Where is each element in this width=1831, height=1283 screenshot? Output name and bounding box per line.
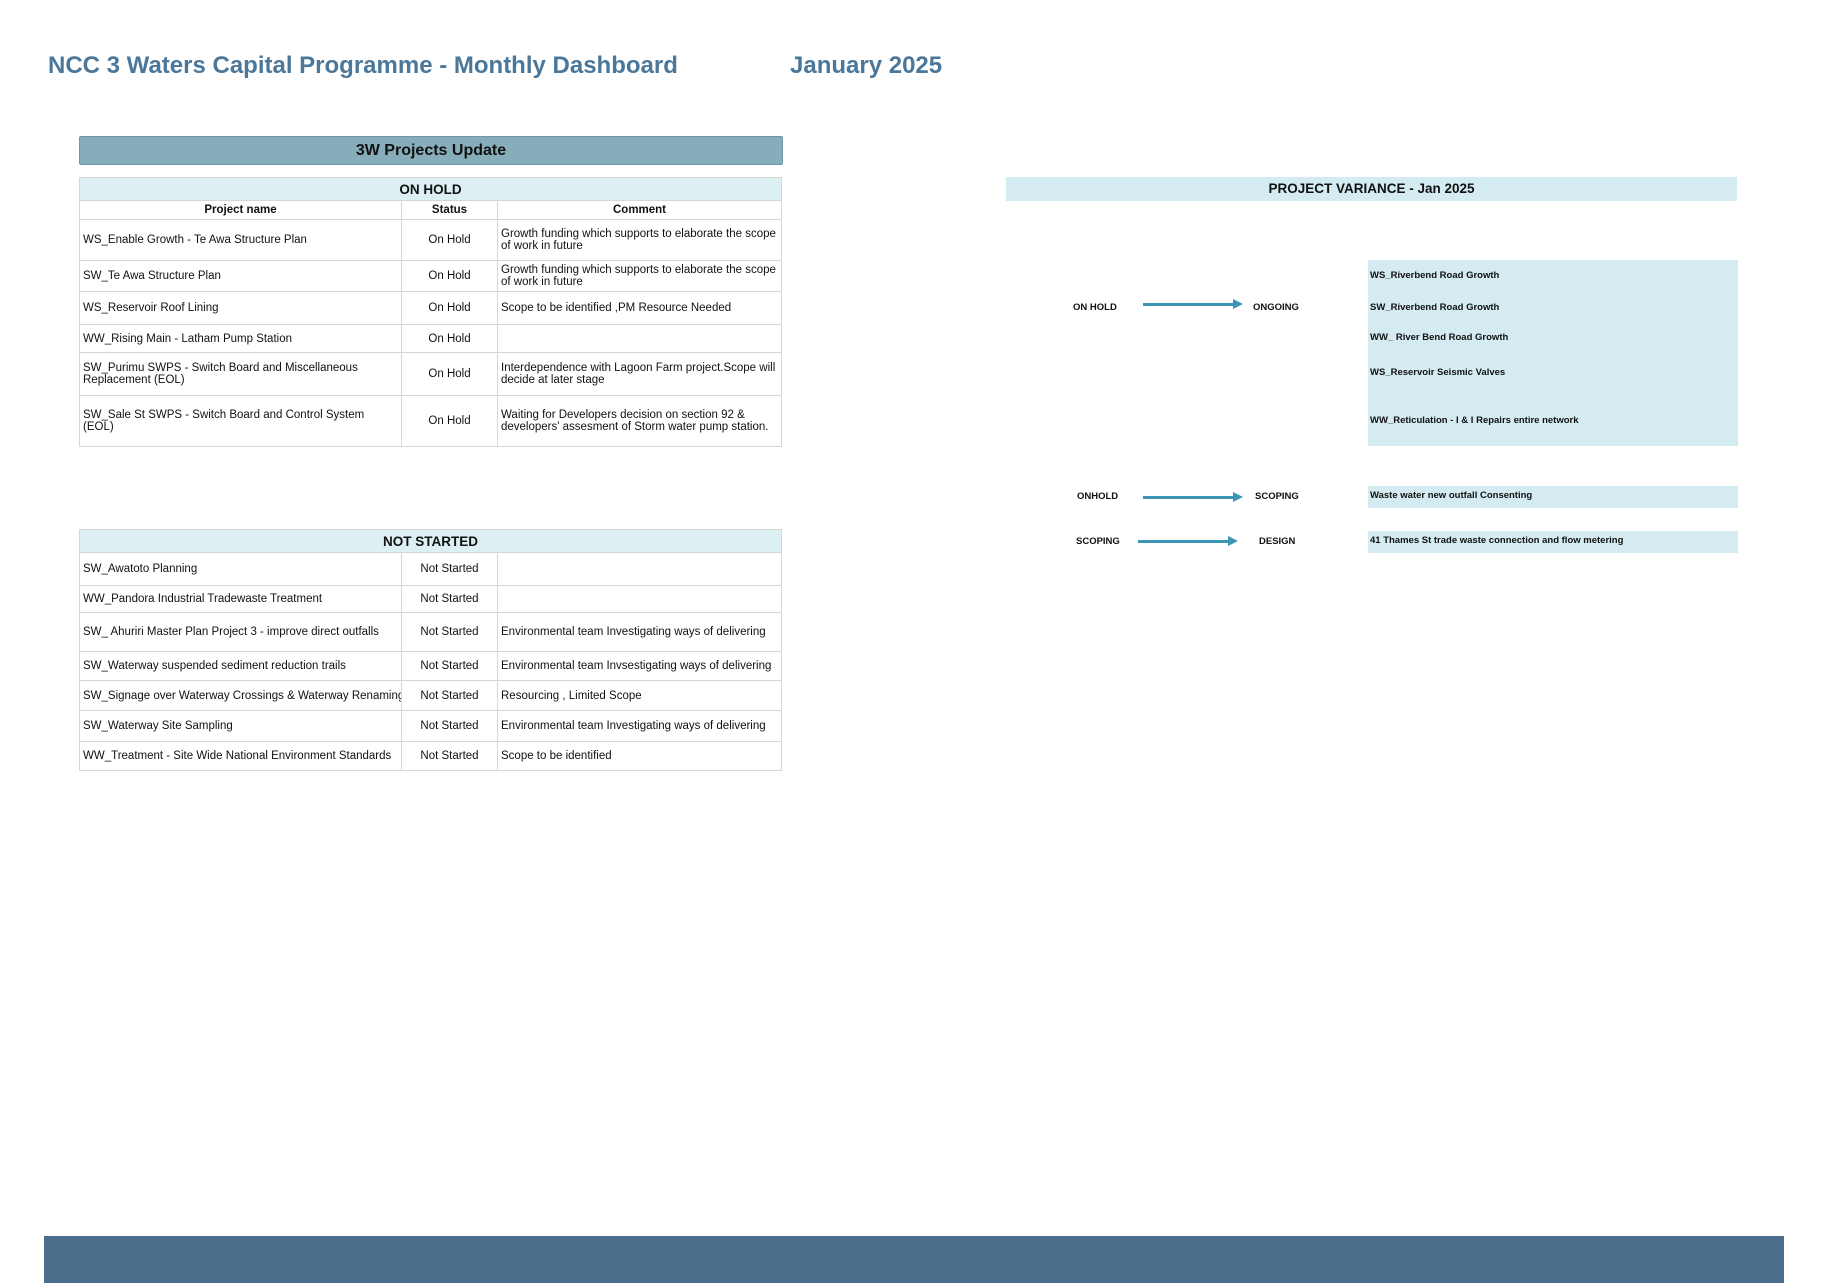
variance-box-design (1368, 531, 1738, 553)
footer-band (44, 1236, 1784, 1283)
variance-project: WS_Reservoir Seismic Valves (1370, 367, 1506, 378)
variance-from-state: ON HOLD (1073, 302, 1117, 313)
report-month: January 2025 (790, 52, 943, 79)
project-name: WW_Treatment - Site Wide National Enviro… (79, 741, 402, 771)
variance-from-state: SCOPING (1076, 536, 1120, 547)
table-row: WS_Enable Growth - Te Awa Structure Plan… (79, 219, 783, 261)
table-row: SW_Sale St SWPS - Switch Board and Contr… (79, 395, 783, 447)
table-row: SW_Purimu SWPS - Switch Board and Miscel… (79, 352, 783, 396)
table-row: WW_Pandora Industrial Tradewaste Treatme… (79, 585, 782, 613)
table-row: SW_Waterway Site Sampling Not Started En… (79, 710, 782, 742)
project-comment: Environmental team Invsestigating ways o… (497, 651, 782, 681)
table-row: SW_Te Awa Structure Plan On Hold Growth … (79, 260, 783, 292)
variance-box-ongoing (1368, 260, 1738, 446)
variance-to-state: ONGOING (1253, 302, 1299, 313)
project-comment: Waiting for Developers decision on secti… (496, 395, 783, 447)
projects-update-banner: 3W Projects Update (79, 136, 783, 165)
project-variance-title: PROJECT VARIANCE - Jan 2025 (1006, 177, 1737, 201)
project-status: Not Started (401, 612, 498, 652)
table-row: WS_Reservoir Roof Lining On Hold Scope t… (79, 291, 783, 325)
project-comment: Scope to be identified (497, 741, 782, 771)
table-row: SW_Signage over Waterway Crossings & Wat… (79, 680, 782, 711)
project-comment: Resourcing , Limited Scope (497, 680, 782, 711)
project-name: SW_Purimu SWPS - Switch Board and Miscel… (79, 352, 402, 396)
project-comment: Growth funding which supports to elabora… (496, 260, 783, 292)
project-comment: Scope to be identified ,PM Resource Need… (496, 291, 783, 325)
project-comment: Environmental team Investigating ways of… (497, 710, 782, 742)
variance-to-state: DESIGN (1259, 536, 1296, 547)
project-name: SW_Waterway Site Sampling (79, 710, 402, 742)
variance-box-scoping (1368, 486, 1738, 508)
project-name: SW_Awatoto Planning (79, 552, 402, 586)
project-name: WS_Enable Growth - Te Awa Structure Plan (79, 219, 402, 261)
project-status: On Hold (401, 324, 498, 353)
project-comment: Interdependence with Lagoon Farm project… (496, 352, 783, 396)
project-status: On Hold (401, 260, 498, 292)
project-status: On Hold (401, 291, 498, 325)
variance-to-state: SCOPING (1255, 491, 1299, 502)
project-name: SW_Te Awa Structure Plan (79, 260, 402, 292)
table-row: WW_Treatment - Site Wide National Enviro… (79, 741, 782, 771)
page-title: NCC 3 Waters Capital Programme - Monthly… (48, 52, 678, 79)
column-header-project-name: Project name (79, 200, 402, 220)
project-status: Not Started (401, 585, 498, 613)
project-status: On Hold (401, 395, 498, 447)
table-row: SW_ Ahuriri Master Plan Project 3 - impr… (79, 612, 782, 652)
on-hold-header: ON HOLD (78, 177, 783, 201)
variance-project: WW_Reticulation - I & I Repairs entire n… (1370, 415, 1579, 426)
project-comment (497, 585, 782, 613)
project-name: SW_Sale St SWPS - Switch Board and Contr… (79, 395, 402, 447)
on-hold-table: ON HOLD Project name Status Comment WS_E… (78, 177, 783, 447)
table-row: WW_Rising Main - Latham Pump Station On … (79, 324, 783, 353)
variance-project: WW_ River Bend Road Growth (1370, 332, 1509, 343)
table-row: SW_Waterway suspended sediment reduction… (79, 651, 782, 681)
not-started-table: NOT STARTED SW_Awatoto Planning Not Star… (79, 529, 782, 771)
project-name: WW_Pandora Industrial Tradewaste Treatme… (79, 585, 402, 613)
variance-from-state: ONHOLD (1077, 491, 1119, 502)
project-comment: Growth funding which supports to elabora… (496, 219, 783, 261)
project-name: SW_Waterway suspended sediment reduction… (79, 651, 402, 681)
project-name: WW_Rising Main - Latham Pump Station (79, 324, 402, 353)
variance-project: WS_Riverbend Road Growth (1370, 270, 1500, 281)
variance-project: SW_Riverbend Road Growth (1370, 302, 1500, 313)
project-status: Not Started (401, 680, 498, 711)
project-status: Not Started (401, 710, 498, 742)
not-started-header: NOT STARTED (79, 529, 782, 553)
project-status: On Hold (401, 219, 498, 261)
project-status: On Hold (401, 352, 498, 396)
column-header-comment: Comment (496, 200, 783, 220)
project-name: SW_Signage over Waterway Crossings & Wat… (79, 680, 402, 711)
project-comment (497, 552, 782, 586)
project-name: WS_Reservoir Roof Lining (79, 291, 402, 325)
project-status: Not Started (401, 552, 498, 586)
column-header-status: Status (401, 200, 498, 220)
project-status: Not Started (401, 651, 498, 681)
project-comment: Environmental team Investigating ways of… (497, 612, 782, 652)
variance-project: 41 Thames St trade waste connection and … (1370, 535, 1624, 546)
variance-project: Waste water new outfall Consenting (1370, 490, 1533, 501)
project-name: SW_ Ahuriri Master Plan Project 3 - impr… (79, 612, 402, 652)
project-comment (496, 324, 783, 353)
project-status: Not Started (401, 741, 498, 771)
table-row: SW_Awatoto Planning Not Started (79, 552, 782, 586)
